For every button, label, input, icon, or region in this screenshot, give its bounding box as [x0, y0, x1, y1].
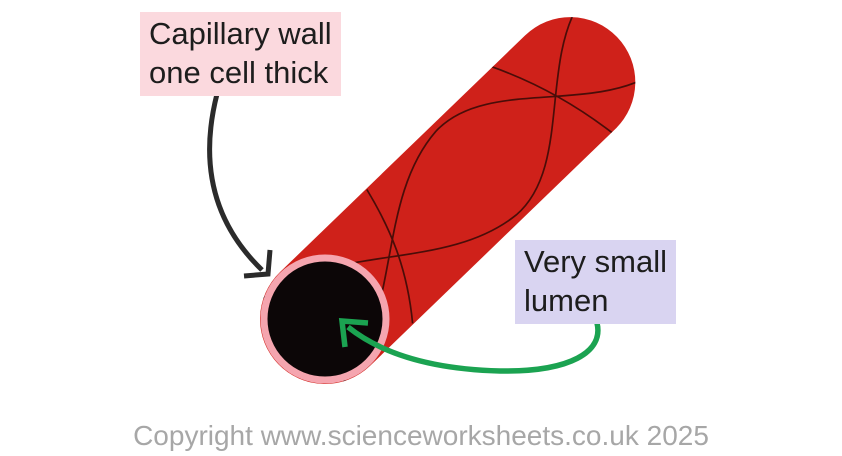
cell-boundary-line: [366, 189, 414, 324]
lumen-arrowhead: [338, 318, 369, 348]
lumen-arrow-line: [346, 322, 601, 374]
cell-boundary-line: [491, 65, 614, 134]
capillary-wall-arrow: [207, 93, 273, 279]
lumen-arrow: [338, 318, 601, 374]
capillary-wall-label-line1: Capillary wall: [149, 16, 332, 51]
lumen-label-line1: Very small: [524, 244, 667, 279]
lumen-label: Very small lumen: [515, 240, 676, 324]
capillary-wall-arrowhead: [243, 249, 273, 279]
capillary-wall-label: Capillary wall one cell thick: [140, 12, 341, 96]
copyright-text: Copyright www.scienceworksheets.co.uk 20…: [133, 420, 709, 451]
lumen-label-line2: lumen: [524, 283, 609, 318]
capillary-wall-arrow-line: [207, 93, 264, 272]
capillary-wall-label-line2: one cell thick: [149, 55, 329, 90]
lumen-circle: [260, 254, 390, 384]
